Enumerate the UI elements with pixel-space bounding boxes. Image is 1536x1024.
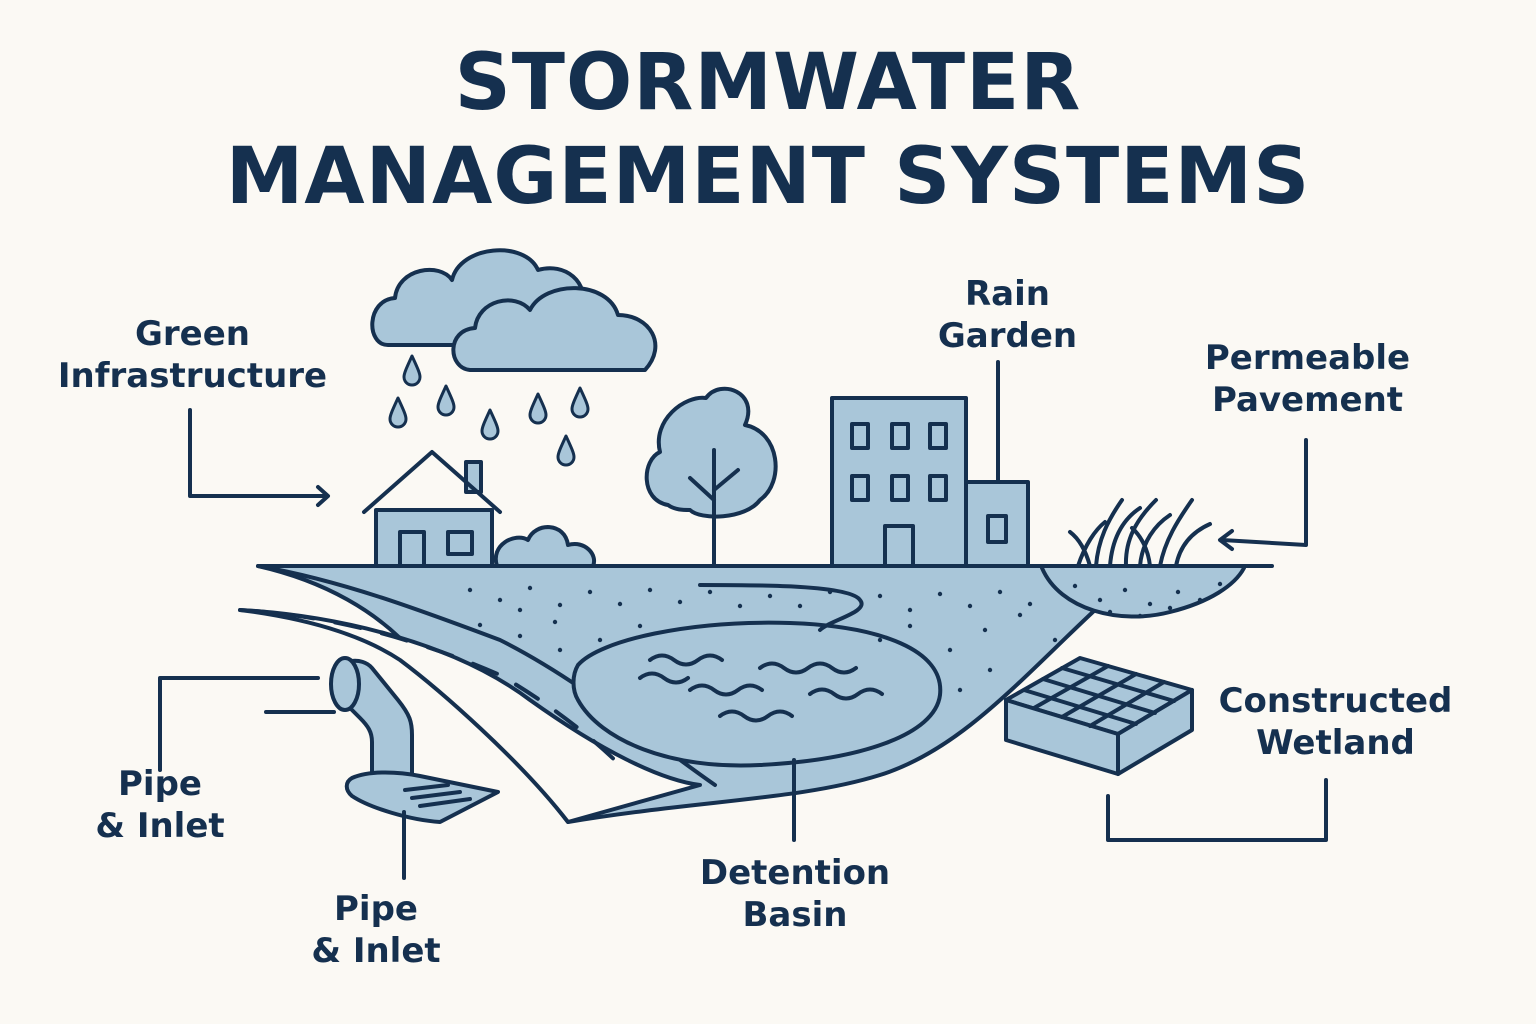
soil-dot — [1072, 583, 1078, 589]
label-permeable-pavement-line-1: Permeable — [1204, 338, 1411, 378]
road — [238, 608, 702, 824]
soil-dot — [707, 589, 713, 595]
title-line-2: MANAGEMENT SYSTEMS — [225, 132, 1311, 222]
leader-pipe-inlet-left — [158, 676, 320, 772]
rain-garden-depression — [1040, 566, 1246, 619]
soil-dot — [877, 637, 883, 643]
detention-pond — [571, 620, 943, 768]
label-rain-garden: Rain Garden — [920, 273, 1095, 357]
soil-dot — [557, 602, 563, 608]
raindrops — [388, 354, 590, 467]
soil-dot — [557, 647, 563, 653]
soil-dot — [907, 607, 913, 613]
raindrop — [388, 396, 408, 429]
soil-dot — [767, 593, 773, 599]
inlet-grate-icon — [344, 770, 500, 824]
soil-dot — [617, 601, 623, 607]
arrowhead-green-infrastructure — [316, 485, 330, 507]
tree-icon — [644, 386, 778, 568]
label-detention-basin-line-1: Detention — [699, 853, 891, 893]
soil-dot — [982, 627, 988, 633]
label-pipe-inlet-left: Pipe & Inlet — [80, 763, 240, 847]
soil-dot — [827, 589, 833, 595]
soil-dot — [647, 587, 653, 593]
soil-dot — [967, 603, 973, 609]
soil-dot — [1175, 589, 1181, 595]
label-constructed-wetland: Constructed Wetland — [1198, 680, 1473, 764]
soil-dot — [517, 633, 523, 639]
label-detention-basin-line-2: Basin — [742, 895, 848, 935]
label-constructed-wetland-line-2: Wetland — [1256, 723, 1415, 763]
raindrop — [556, 434, 576, 467]
raindrop — [402, 354, 422, 387]
building-icon — [830, 396, 1030, 568]
soil-dot — [937, 591, 943, 597]
soil-dot — [517, 607, 523, 613]
soil-dot — [1052, 637, 1058, 643]
soil-dot — [907, 623, 913, 629]
soil-dot — [637, 623, 643, 629]
soil-dot — [1217, 581, 1223, 587]
soil-dot — [1107, 609, 1113, 615]
soil-dot — [1027, 601, 1033, 607]
soil-dot — [1197, 597, 1203, 603]
label-pipe-inlet-left-line-1: Pipe — [118, 764, 202, 804]
label-green-infrastructure-line-1: Green — [135, 314, 250, 354]
leader-permeable-pavement — [1220, 438, 1308, 547]
water-ripples — [638, 653, 884, 723]
grass-icon — [1068, 498, 1212, 568]
stream-inflow — [698, 583, 864, 632]
label-green-infrastructure-line-2: Infrastructure — [57, 356, 328, 396]
soil-dot — [957, 687, 963, 693]
soil-dot — [467, 587, 473, 593]
raindrop — [480, 408, 500, 441]
soil-dot — [877, 593, 883, 599]
soil-dot — [527, 585, 533, 591]
soil-dot — [1147, 601, 1153, 607]
label-pipe-inlet-bottom-line-1: Pipe — [334, 889, 418, 929]
label-permeable-pavement-line-2: Pavement — [1211, 380, 1404, 420]
title-line-1: STORMWATER — [454, 38, 1082, 128]
soil-dot — [1122, 587, 1128, 593]
arrowhead-permeable-pavement — [1218, 529, 1234, 551]
soil-dot — [477, 622, 483, 628]
soil-dot — [597, 637, 603, 643]
bush-icon — [493, 525, 597, 568]
soil-dots — [467, 581, 1223, 693]
label-constructed-wetland-line-1: Constructed — [1218, 681, 1453, 721]
label-rain-garden-line-2: Garden — [937, 316, 1078, 356]
house-icon — [362, 450, 502, 578]
soil-dot — [1097, 597, 1103, 603]
soil-dot — [1017, 612, 1023, 618]
label-rain-garden-line-1: Rain — [965, 274, 1050, 314]
leader-green-infrastructure — [188, 408, 328, 498]
label-pipe-inlet-left-line-2: & Inlet — [95, 806, 225, 846]
label-pipe-inlet-bottom: Pipe & Inlet — [296, 888, 456, 972]
soil-dot — [552, 619, 558, 625]
label-pipe-inlet-bottom-line-2: & Inlet — [311, 931, 441, 971]
soil-dot — [947, 647, 953, 653]
soil-dot — [1167, 605, 1173, 611]
label-detention-basin: Detention Basin — [685, 852, 905, 936]
cloud-front — [451, 286, 658, 372]
soil-dot — [737, 603, 743, 609]
raindrop — [436, 384, 456, 417]
soil-dot — [677, 599, 683, 605]
label-green-infrastructure: Green Infrastructure — [55, 313, 330, 397]
pipe-icon — [329, 656, 414, 786]
raindrop — [570, 386, 590, 419]
soil-dot — [497, 597, 503, 603]
soil-dot — [997, 589, 1003, 595]
raindrop — [528, 392, 548, 425]
road-centerline — [238, 608, 627, 772]
soil-dot — [587, 589, 593, 595]
soil-dot — [1137, 613, 1143, 619]
soil-dot — [987, 667, 993, 673]
leader-constructed-wetland — [1106, 778, 1328, 842]
permeable-pavement-block-icon — [1004, 656, 1194, 776]
label-permeable-pavement: Permeable Pavement — [1190, 337, 1425, 421]
soil-dot — [797, 603, 803, 609]
